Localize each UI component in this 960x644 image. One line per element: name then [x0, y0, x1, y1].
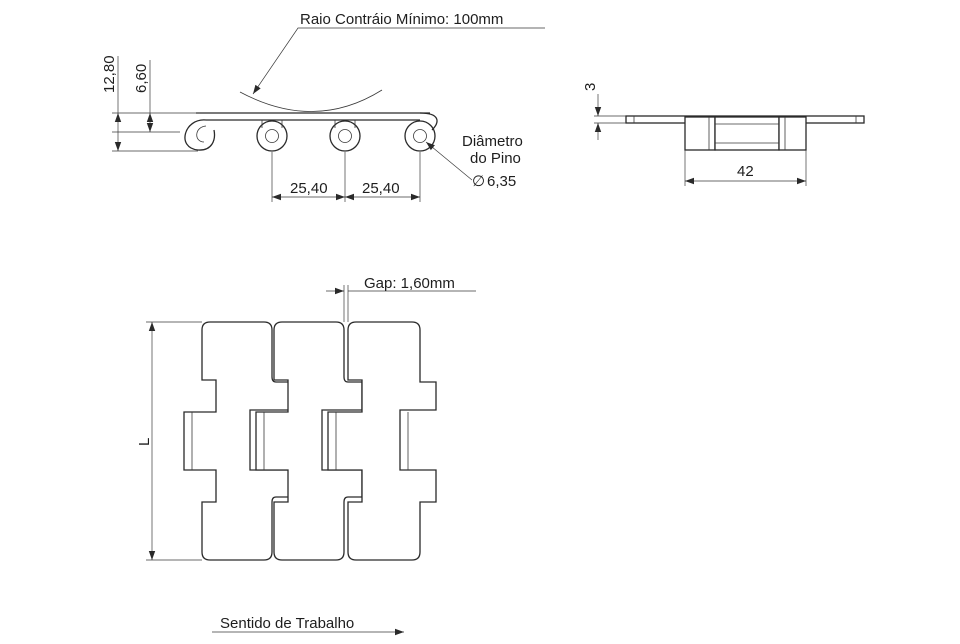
height-total-label: 12,80: [101, 55, 118, 93]
side-view: Raio Contráio Mínimo: 100mm Diâmetro do …: [101, 11, 545, 202]
front-hinge-middle: [714, 116, 780, 151]
hinge-eye-3: [404, 112, 438, 152]
link-plate-2: [255, 321, 363, 561]
height-half-label: 6,60: [133, 64, 150, 93]
pin-diameter-value: 6,35: [487, 173, 516, 190]
pin-leader: [425, 141, 473, 181]
pitch-2-label: 25,40: [362, 180, 400, 197]
back-radius-arc: [239, 89, 383, 112]
gap-label: Gap: 1,60mm: [364, 275, 455, 292]
front-hinge-left: [684, 116, 716, 151]
radius-leader: [252, 27, 545, 95]
link-plate-1: [183, 321, 291, 561]
diameter-symbol: ∅: [472, 173, 485, 190]
length-label: L: [136, 438, 153, 446]
hinge-eye-1: [256, 120, 288, 152]
link-plate-3: [327, 321, 437, 561]
pin-diameter-label-line1: Diâmetro: [462, 133, 523, 150]
working-direction-label: Sentido de Trabalho: [220, 615, 354, 632]
pin-diameter-label-line2: do Pino: [470, 150, 521, 167]
pitch-1-label: 25,40: [290, 180, 328, 197]
hinge-eye-2: [329, 120, 361, 152]
left-hinge-hook: [184, 119, 216, 151]
plate-thickness-label: 3: [582, 83, 599, 91]
front-hinge-right: [778, 116, 807, 151]
min-back-radius-label: Raio Contráio Mínimo: 100mm: [300, 11, 503, 28]
front-view: 3 42: [582, 83, 865, 186]
left-hinge-inner: [196, 125, 207, 143]
top-view: Gap: 1,60mm L Sentido de Trabalho: [136, 275, 476, 636]
width-hinge-label: 42: [737, 163, 754, 180]
